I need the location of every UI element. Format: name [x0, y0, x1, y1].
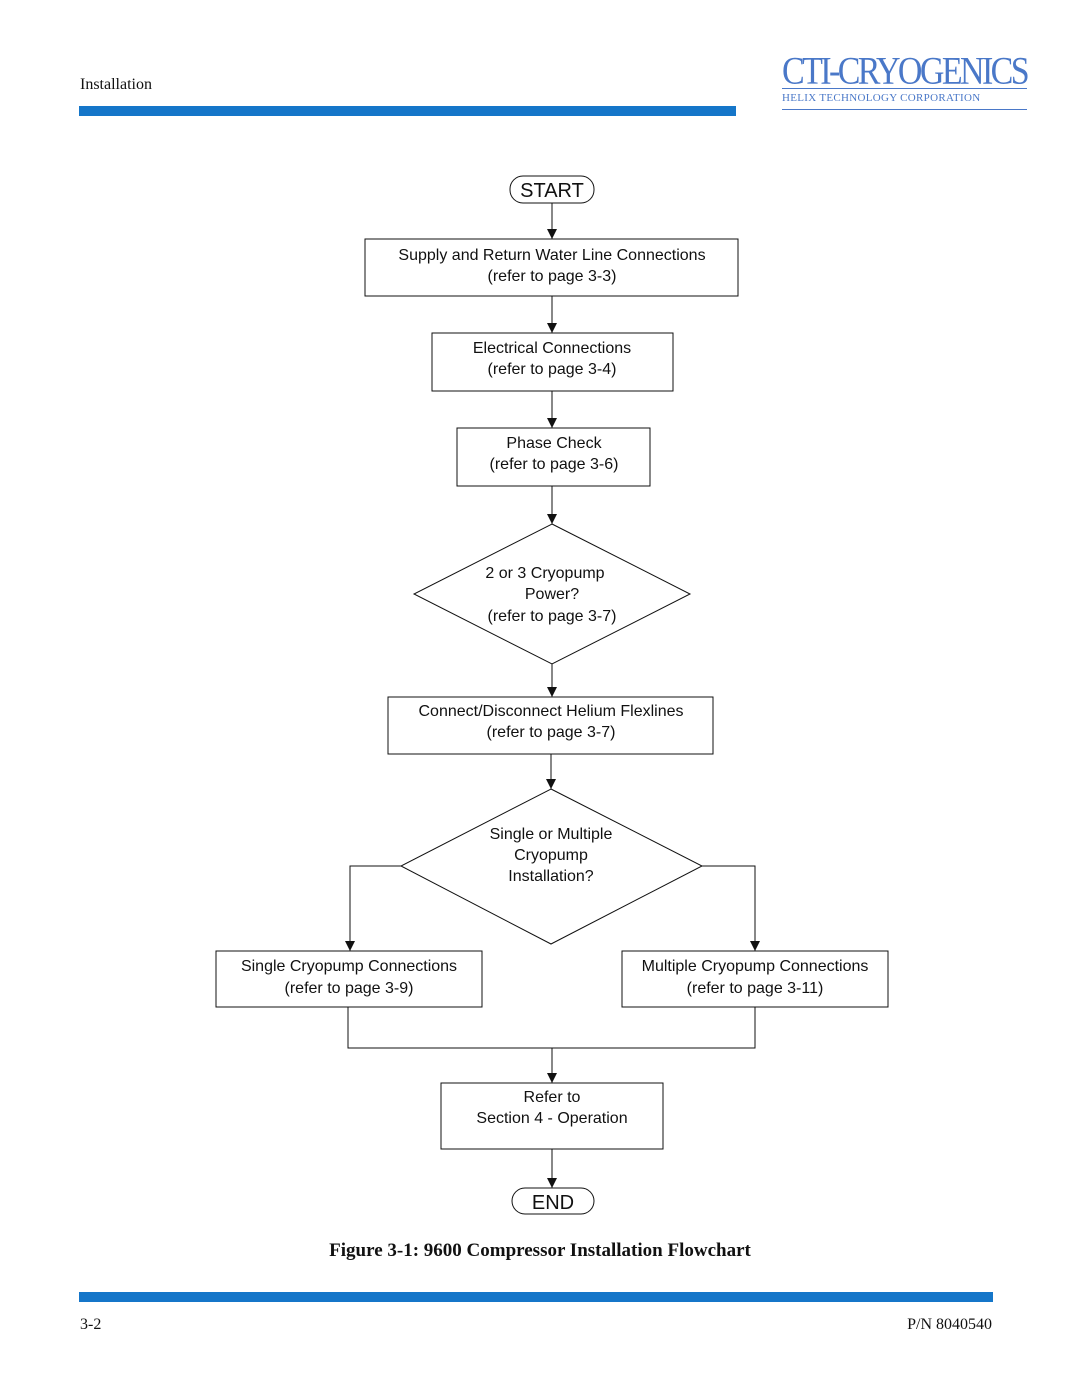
power-line-3: (refer to page 3-7): [488, 608, 617, 625]
footer-rule: [79, 1292, 993, 1302]
merge-line: [347, 1007, 756, 1049]
power-line-1: 2 or 3 Cryopump: [485, 565, 604, 582]
logo-rule-bottom: [782, 109, 1027, 110]
end-label: END: [532, 1192, 574, 1214]
phase-line-1: Phase Check: [506, 435, 602, 452]
installation-line-2: Cryopump: [514, 847, 588, 864]
part-number: P/N 8040540: [907, 1316, 992, 1333]
electrical-line-1: Electrical Connections: [473, 340, 631, 357]
start-label: START: [520, 180, 584, 202]
end-terminator: [511, 1187, 595, 1215]
installation-flowchart: START Supply and Return Water Line Conne…: [215, 175, 889, 1215]
multiple-line-1: Multiple Cryopump Connections: [642, 958, 869, 975]
company-tagline: HELIX TECHNOLOGY CORPORATION: [782, 92, 981, 104]
phase-check-box: [456, 427, 651, 487]
water-line-2: (refer to page 3-3): [488, 268, 617, 285]
refer-line-2: Section 4 - Operation: [476, 1110, 627, 1127]
figure-caption: Figure 3-1: 9600 Compressor Installation…: [329, 1240, 751, 1261]
power-line-2: Power?: [525, 586, 579, 603]
section-header: Installation: [80, 76, 152, 93]
installation-line-1: Single or Multiple: [490, 826, 613, 843]
header-rule: [79, 106, 736, 116]
electrical-line-2: (refer to page 3-4): [488, 361, 617, 378]
page-number: 3-2: [80, 1316, 102, 1333]
single-line-1: Single Cryopump Connections: [241, 958, 457, 975]
installation-line-3: Installation?: [508, 868, 593, 885]
phase-line-2: (refer to page 3-6): [490, 456, 619, 473]
water-line-1: Supply and Return Water Line Connections: [398, 247, 705, 264]
installation-decision: [399, 788, 704, 945]
arrow-to-single: [345, 865, 401, 951]
flexlines-line-2: (refer to page 3-7): [487, 724, 616, 741]
single-line-2: (refer to page 3-9): [285, 980, 414, 997]
arrow-to-multiple: [702, 865, 760, 951]
refer-line-1: Refer to: [524, 1089, 581, 1106]
logo-rule-top: [782, 88, 1027, 89]
multiple-line-2: (refer to page 3-11): [687, 980, 824, 997]
single-connections-box: [215, 950, 483, 1008]
company-logo: CTI-CRYOGENICS: [782, 50, 1030, 93]
flexlines-line-1: Connect/Disconnect Helium Flexlines: [419, 703, 684, 720]
